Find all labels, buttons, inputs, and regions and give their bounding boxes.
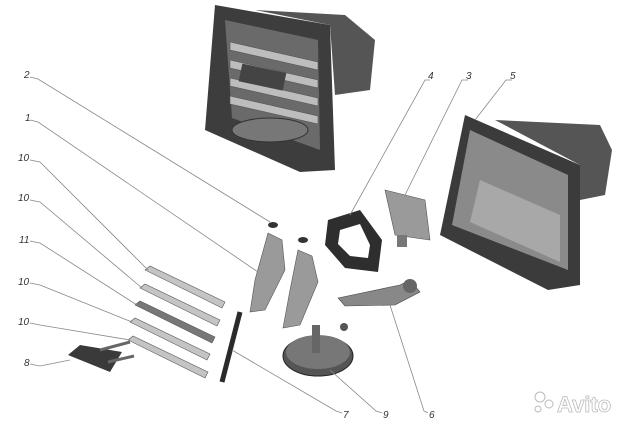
callout-10a: 10 (18, 153, 30, 164)
callout-4: 4 (428, 71, 434, 82)
part-2-washers (268, 222, 308, 243)
assembled-housing (205, 5, 375, 172)
part-8-comb (68, 340, 135, 372)
part-6-lever (337, 279, 421, 307)
avito-watermark: Avito (534, 391, 612, 417)
callout-11: 11 (19, 235, 29, 246)
blades (127, 265, 226, 379)
svg-text:Avito: Avito (557, 392, 611, 417)
callout-7: 7 (343, 410, 349, 421)
callout-5: 5 (510, 71, 516, 82)
callout-labels: 2 1 10 10 11 10 10 8 4 3 5 7 9 6 (18, 70, 516, 421)
callout-10d: 10 (18, 317, 30, 328)
callout-10c: 10 (18, 277, 30, 288)
part-9-gear (282, 323, 354, 377)
part-5-housing (440, 115, 612, 290)
callout-3: 3 (466, 71, 472, 82)
callout-1: 1 (25, 113, 31, 124)
part-7-rod (219, 311, 243, 383)
callout-8: 8 (24, 358, 30, 369)
callout-10b: 10 (18, 193, 30, 204)
part-3-plate (384, 189, 431, 247)
callout-9: 9 (383, 410, 389, 421)
part-4-frame (325, 210, 382, 272)
callout-2: 2 (23, 70, 30, 81)
part-1-brackets (249, 232, 319, 329)
callout-6: 6 (429, 410, 435, 421)
leader-lines (29, 76, 512, 414)
